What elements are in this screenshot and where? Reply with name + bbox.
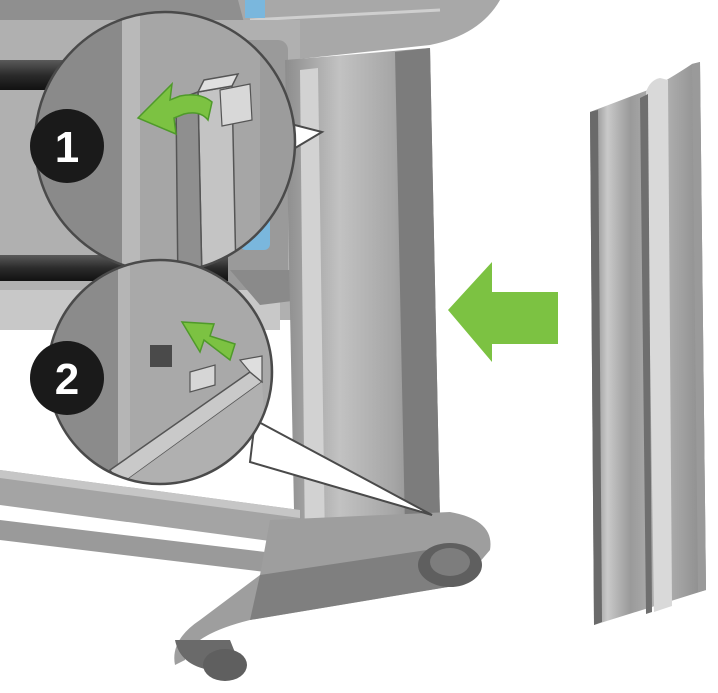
slot-square bbox=[150, 345, 172, 367]
caster-left bbox=[203, 649, 247, 681]
insert-arrow-icon bbox=[180, 321, 236, 362]
step-number-2: 2 bbox=[55, 355, 79, 404]
curved-arrow-icon bbox=[136, 81, 213, 136]
stand-foot bbox=[174, 512, 491, 681]
blue-latch-top bbox=[245, 0, 265, 18]
step-badge-1: 1 bbox=[30, 109, 104, 183]
stand-leg bbox=[0, 48, 440, 575]
step-number-1: 1 bbox=[55, 123, 79, 172]
step-badge-2: 2 bbox=[30, 341, 104, 415]
side-cover-panel bbox=[590, 62, 706, 625]
big-insert-arrow-icon bbox=[448, 262, 558, 362]
